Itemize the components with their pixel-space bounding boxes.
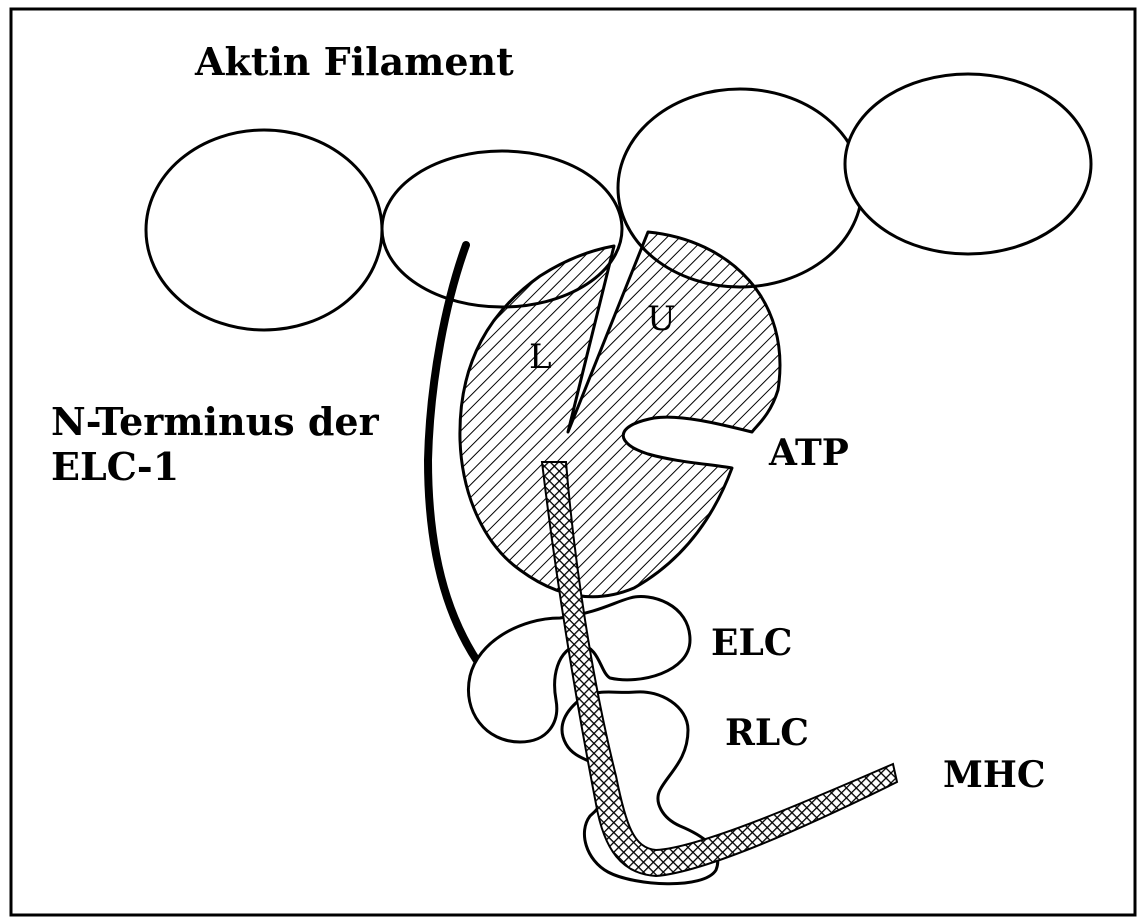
mhc-label: MHC	[943, 754, 1046, 796]
n-terminus-label-line2: ELC-1	[51, 444, 179, 489]
atp-label: ATP	[768, 432, 849, 474]
actin-monomer-1	[146, 130, 382, 330]
lower-domain-label: L	[529, 337, 552, 377]
actin-monomer-4	[845, 74, 1091, 254]
actin-filament-label: Aktin Filament	[194, 39, 514, 84]
elc-label: ELC	[711, 622, 792, 664]
upper-domain-label: U	[647, 299, 676, 339]
rlc-label: RLC	[725, 712, 809, 754]
n-terminus-label-line1: N-Terminus der	[51, 399, 380, 444]
